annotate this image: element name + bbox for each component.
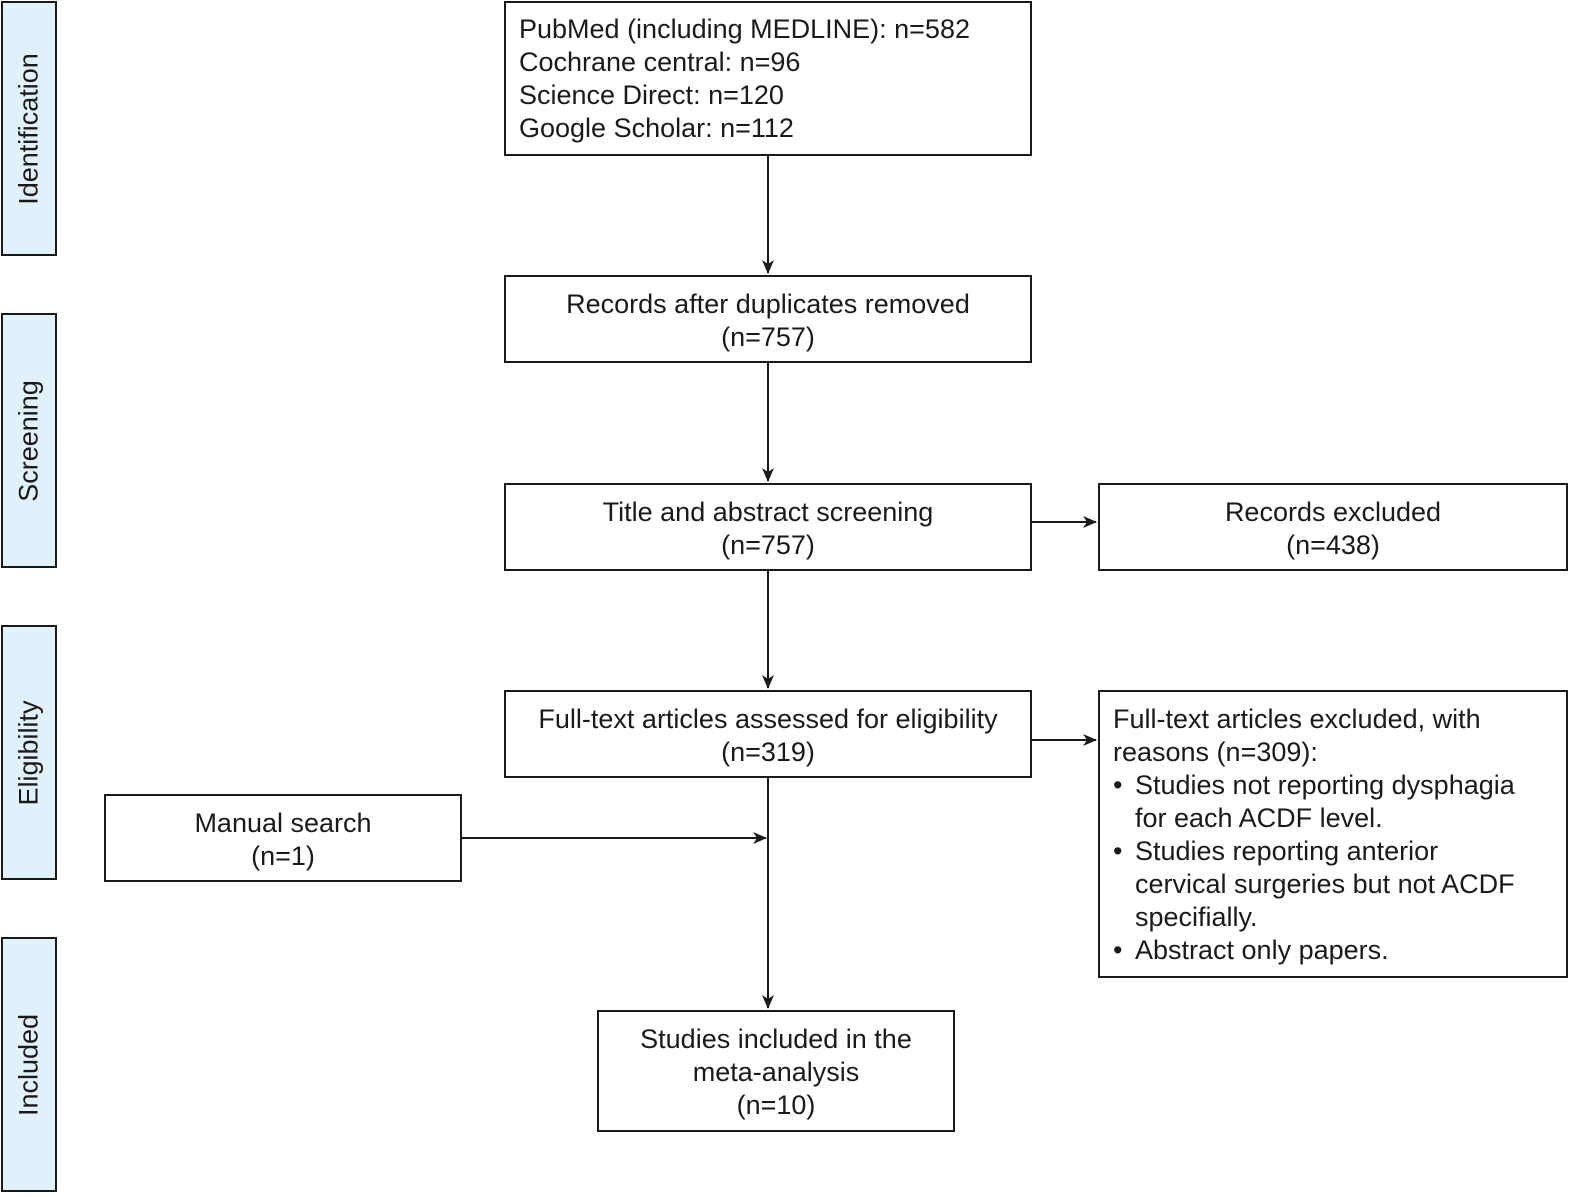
studies-included-line-1: Studies included in the (640, 1024, 912, 1054)
exclusion-reasons-list: Studies not reporting dysphagia for each… (1113, 769, 1566, 967)
fulltext-assessed-title: Full-text articles assessed for eligibil… (538, 704, 998, 734)
stage-label-eligibility: Eligibility (13, 699, 44, 806)
screening-title: Title and abstract screening (602, 497, 934, 527)
stage-label-included: Included (13, 1013, 44, 1116)
source-cochrane: Cochrane central: n=96 (519, 47, 801, 77)
screening-count: (n=757) (721, 530, 815, 560)
source-pubmed: PubMed (including MEDLINE): n=582 (519, 14, 970, 44)
source-science-direct: Science Direct: n=120 (519, 80, 784, 110)
stage-screening: Screening (1, 313, 57, 568)
exclusion-reason-line: for each ACDF level. (1135, 803, 1383, 833)
fulltext-excluded-heading-2: reasons (n=309): (1113, 737, 1318, 767)
fulltext-excluded-heading-1: Full-text articles excluded, with (1113, 704, 1481, 734)
manual-search-count: (n=1) (251, 841, 315, 871)
stage-identification: Identification (1, 1, 57, 256)
exclusion-reason-line: specifially. (1135, 902, 1258, 932)
exclusion-reason-line: Abstract only papers. (1135, 935, 1389, 965)
studies-included-line-2: meta-analysis (692, 1057, 860, 1087)
identification-sources-box: PubMed (including MEDLINE): n=582 Cochra… (504, 1, 1032, 156)
title-abstract-screening-box: Title and abstract screening (n=757) (504, 483, 1032, 571)
studies-included-box: Studies included in the meta-analysis (n… (597, 1010, 955, 1132)
fulltext-excluded-box: Full-text articles excluded, with reason… (1098, 690, 1568, 978)
duplicates-removed-title: Records after duplicates removed (566, 289, 970, 319)
stage-included: Included (1, 937, 57, 1192)
duplicates-removed-count: (n=757) (721, 322, 815, 352)
manual-search-title: Manual search (194, 808, 372, 838)
exclusion-reason: Abstract only papers. (1113, 934, 1566, 967)
fulltext-assessed-box: Full-text articles assessed for eligibil… (504, 690, 1032, 778)
fulltext-assessed-count: (n=319) (721, 737, 815, 767)
exclusion-reason: Studies not reporting dysphagia for each… (1113, 769, 1566, 835)
stage-label-screening: Screening (13, 379, 44, 502)
exclusion-reason-line: Studies not reporting dysphagia (1135, 770, 1515, 800)
records-excluded-count: (n=438) (1286, 530, 1380, 560)
exclusion-reason-line: cervical surgeries but not ACDF (1135, 869, 1515, 899)
source-google-scholar: Google Scholar: n=112 (519, 113, 794, 143)
exclusion-reason-line: Studies reporting anterior (1135, 836, 1439, 866)
manual-search-box: Manual search (n=1) (104, 794, 462, 882)
exclusion-reason: Studies reporting anterior cervical surg… (1113, 835, 1566, 934)
stage-eligibility: Eligibility (1, 625, 57, 880)
studies-included-count: (n=10) (736, 1090, 816, 1120)
stage-label-identification: Identification (13, 52, 44, 205)
records-excluded-box: Records excluded (n=438) (1098, 483, 1568, 571)
duplicates-removed-box: Records after duplicates removed (n=757) (504, 275, 1032, 363)
records-excluded-title: Records excluded (1224, 497, 1442, 527)
